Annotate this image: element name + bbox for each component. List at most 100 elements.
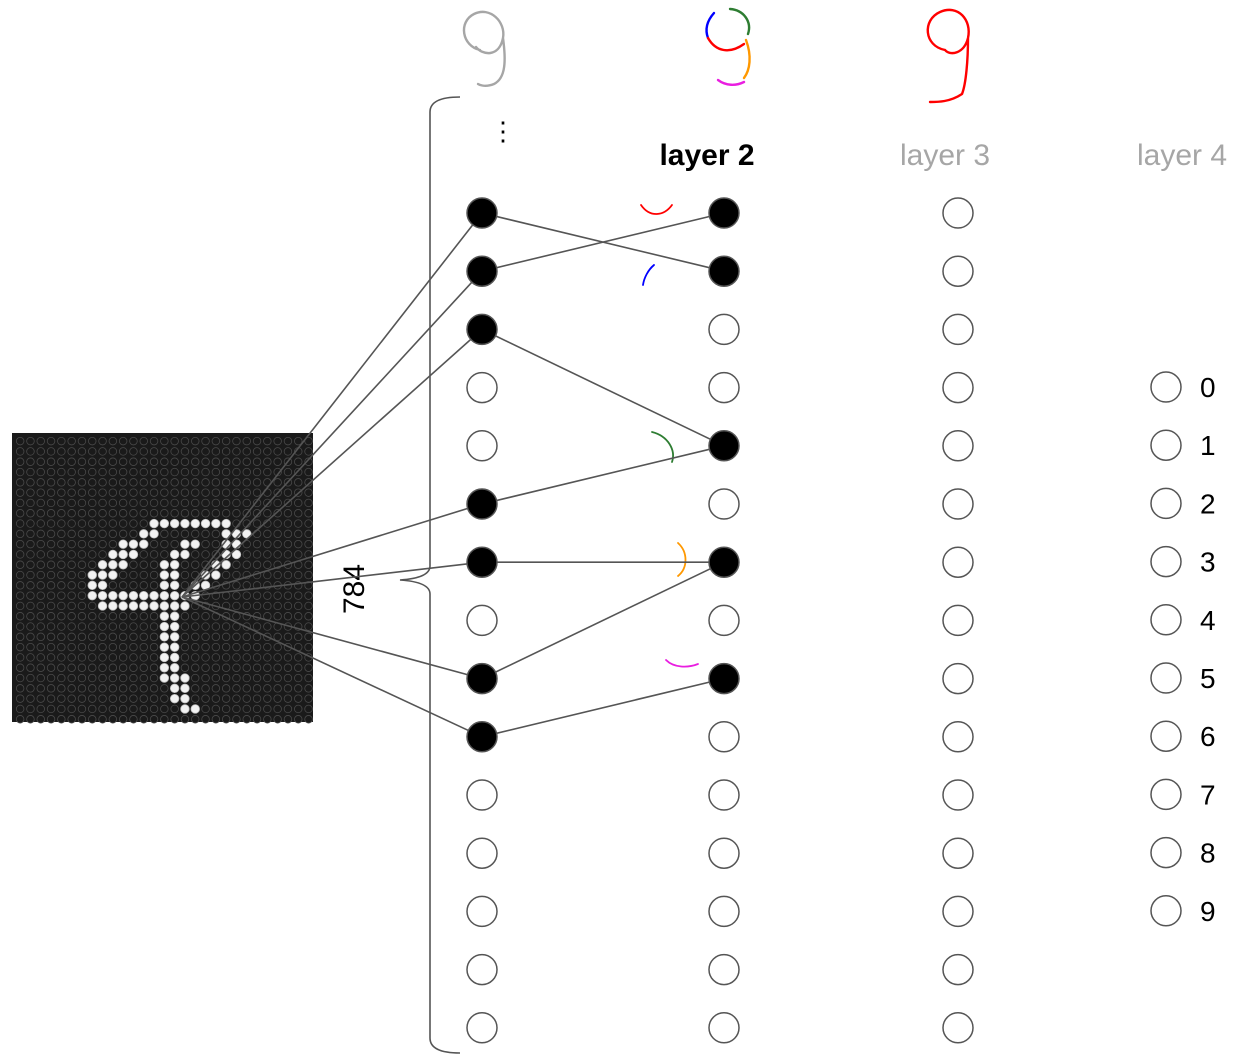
pixel-dark	[67, 581, 76, 590]
layer3-node	[942, 313, 974, 346]
pixel-dark	[263, 498, 272, 508]
pixel-dark	[273, 457, 282, 466]
pixel-dark	[294, 539, 303, 549]
layer1-to-layer2-connection	[481, 212, 725, 272]
pixel-dark	[263, 601, 272, 611]
pixel-dark	[26, 673, 35, 683]
pixel-bright	[159, 570, 170, 580]
pixel-dark	[26, 632, 35, 642]
network-nodes	[466, 197, 1182, 1044]
pixel-dark	[170, 498, 179, 508]
pixel-dark	[304, 498, 313, 508]
pixel-dark	[26, 550, 35, 559]
pixel-dark	[77, 539, 87, 549]
pixel-dark	[294, 498, 303, 508]
pixel-dark	[77, 715, 87, 724]
pixel-dark	[294, 673, 303, 683]
pixel-dark	[232, 436, 241, 446]
pixel-dark	[160, 478, 169, 487]
pixel-dark	[283, 612, 293, 621]
pixel-dark	[242, 663, 251, 672]
input-layer-bracket	[399, 96, 461, 1054]
pixel-dark	[67, 436, 76, 446]
output-label: 0	[1200, 372, 1216, 403]
pixel-dark	[191, 622, 200, 631]
pixel-dark	[211, 457, 221, 466]
pixel-dark	[88, 529, 97, 539]
pixel-dark	[221, 467, 231, 477]
pixel-dark	[57, 653, 66, 662]
pixel-dark	[108, 467, 118, 477]
pixel-dark	[15, 560, 25, 569]
pixel-dark	[211, 478, 221, 487]
pixel-dark	[191, 673, 200, 683]
pixel-dark	[67, 632, 76, 642]
pixel-dark	[139, 612, 148, 621]
pixel-dark	[160, 715, 169, 724]
pixel-dark	[139, 663, 148, 672]
pixel-dark	[304, 539, 313, 549]
pixel-bright	[149, 518, 159, 529]
pixel-dark	[118, 673, 128, 683]
pixel-dark	[232, 570, 241, 580]
pixel-dark	[252, 529, 262, 539]
pixel-dark	[36, 632, 45, 642]
pixel-dark	[67, 704, 76, 714]
pixel-dark	[77, 478, 87, 487]
pixel-dark	[15, 519, 25, 528]
pixel-dark	[129, 612, 138, 621]
pixel-dark	[77, 498, 87, 508]
pixel-dark	[46, 529, 56, 539]
pixel-dark	[232, 632, 241, 642]
pixel-dark	[263, 622, 272, 631]
pixel-bright	[128, 590, 139, 601]
pixel-bright	[211, 570, 221, 580]
pixel-dark	[294, 612, 303, 621]
pixel-dark	[149, 653, 159, 662]
pixel-dark	[242, 601, 251, 611]
pixel-dark	[263, 529, 272, 539]
pixel-dark	[304, 622, 313, 631]
pixel-dark	[26, 715, 35, 724]
pixel-dark	[263, 570, 272, 580]
pixel-dark	[118, 447, 128, 456]
pixel-dark	[211, 684, 221, 693]
pixel-dark	[263, 653, 272, 662]
layer1-node	[466, 604, 498, 637]
pixel-dark	[15, 694, 25, 703]
pixel-dark	[118, 642, 128, 652]
pixel-dark	[263, 550, 272, 559]
pixel-dark	[180, 612, 190, 621]
pixel-bright	[139, 529, 149, 539]
pixel-dark	[139, 519, 148, 528]
pixel-dark	[108, 632, 118, 642]
pixel-dark	[242, 447, 251, 456]
pixel-dark	[304, 478, 313, 487]
pixel-dark	[149, 457, 159, 466]
pixel-dark	[304, 632, 313, 642]
pixel-dark	[26, 653, 35, 662]
pixel-dark	[108, 663, 118, 672]
pixel-dark	[242, 684, 251, 693]
pixel-dark	[15, 612, 25, 621]
pixel-dark	[273, 591, 282, 600]
pixel-bright	[159, 652, 170, 663]
pixel-dark	[57, 612, 66, 621]
pixel-dark	[26, 488, 35, 497]
output-node	[1150, 662, 1182, 694]
pixel-dark	[77, 436, 87, 446]
output-label: 7	[1200, 779, 1216, 810]
pixel-dark	[36, 478, 45, 487]
pixel-dark	[108, 715, 118, 724]
pixel-dark	[46, 447, 56, 456]
pixel-dark	[242, 694, 251, 703]
pixel-dark	[191, 632, 200, 642]
magenta-stroke-annotation-icon	[665, 659, 699, 668]
pixel-dark	[191, 642, 200, 652]
pixel-dark	[201, 591, 210, 600]
pixel-dark	[46, 642, 56, 652]
pixel-dark	[191, 498, 200, 508]
pixel-dark	[201, 653, 210, 662]
pixel-dark	[201, 715, 210, 724]
pixel-bright	[159, 663, 170, 673]
